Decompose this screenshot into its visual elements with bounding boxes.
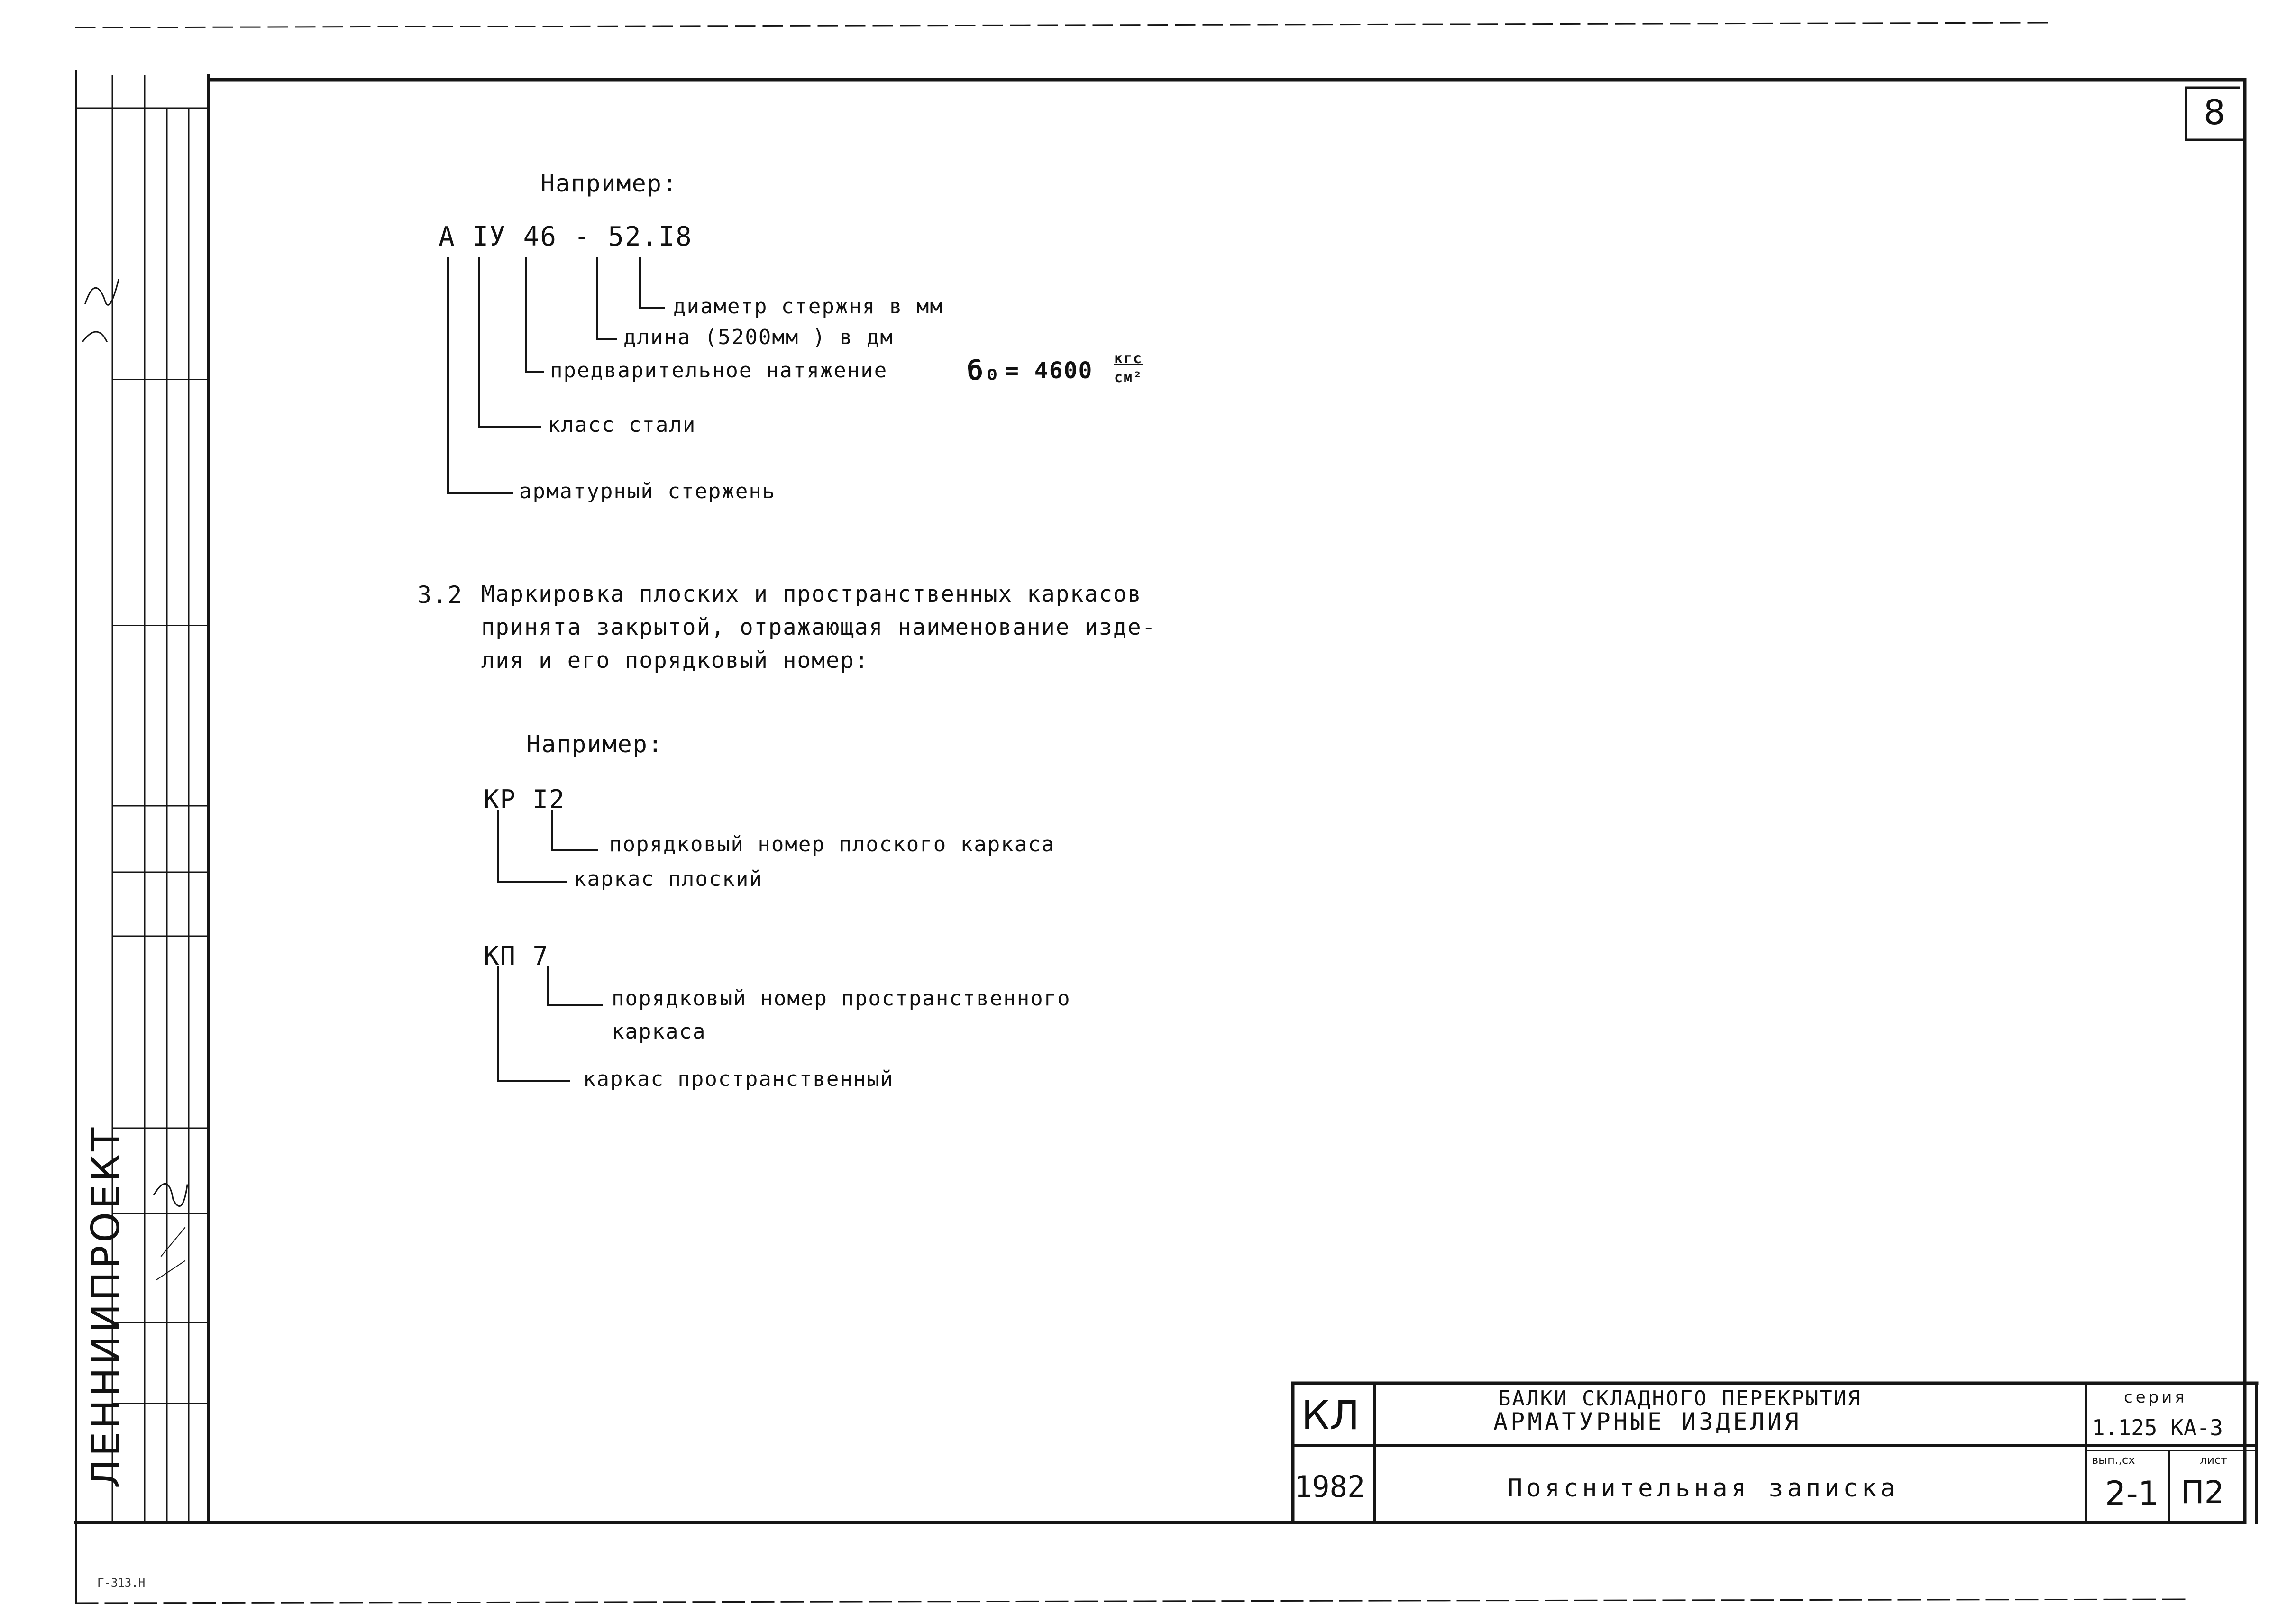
flat-frame-legend: каркас плоский — [574, 867, 763, 891]
organization-short: КЛ — [1301, 1392, 1360, 1439]
flat-frame-number-legend: порядковый номер плоского каркаса — [609, 832, 1055, 857]
legend-rebar: арматурный стержень — [519, 479, 776, 503]
stress-unit-denominator: см² — [1114, 369, 1143, 386]
space-frame-code: КП 7 — [484, 941, 549, 971]
form-code: Г-313.Н — [97, 1576, 146, 1589]
flat-frame-code: КР I2 — [484, 784, 566, 814]
paragraph-line-3: лия и его порядковый номер: — [481, 647, 869, 674]
document-name: Пояснительная записка — [1508, 1474, 1899, 1503]
space-frame-legend: каркас пространственный — [583, 1067, 894, 1091]
example-label-1: Например: — [540, 170, 677, 197]
paragraph-line-2: принята закрытой, отражающая наименовани… — [481, 614, 1156, 640]
series-label: серия — [2124, 1388, 2187, 1407]
sheet-number: 8 — [2204, 92, 2225, 132]
legend-diameter: диаметр стержня в мм — [673, 294, 943, 319]
issue-label: вып.,сх — [2092, 1453, 2135, 1467]
stress-symbol: б₀ — [967, 356, 1001, 386]
project-title-line-2: АРМАТУРНЫЕ ИЗДЕЛИЯ — [1493, 1408, 1802, 1435]
sheet-label: лист — [2200, 1453, 2228, 1467]
paragraph-number: 3.2 — [417, 581, 463, 609]
legend-prestress: предварительное натяжение — [550, 358, 888, 383]
legend-steel-class: класс стали — [548, 413, 696, 437]
paragraph-line-1: Маркировка плоских и пространственных ка… — [481, 581, 1142, 607]
year: 1982 — [1294, 1469, 1365, 1504]
organization-name: ЛЕННИИПРОЕКТ — [83, 1124, 128, 1488]
series-value: 1.125 КА-3 — [2092, 1415, 2223, 1441]
stress-unit-numerator: кгс — [1114, 350, 1143, 367]
space-frame-number-legend: порядковый номер пространственного — [612, 986, 1071, 1011]
example-label-2: Например: — [526, 730, 663, 758]
stress-equation: = 4600 — [1005, 357, 1093, 384]
space-frame-number-legend-2: каркаса — [612, 1020, 706, 1044]
legend-length: длина (5200мм ) в дм — [623, 325, 894, 349]
rod-marking-formula: А IУ 46 - 52.I8 — [439, 221, 693, 252]
sheet-value: П2 — [2181, 1474, 2224, 1511]
project-title-line-1: БАЛКИ СКЛАДНОГО ПЕРЕКРЫТИЯ — [1498, 1386, 1862, 1411]
issue-value: 2-1 — [2105, 1474, 2159, 1513]
